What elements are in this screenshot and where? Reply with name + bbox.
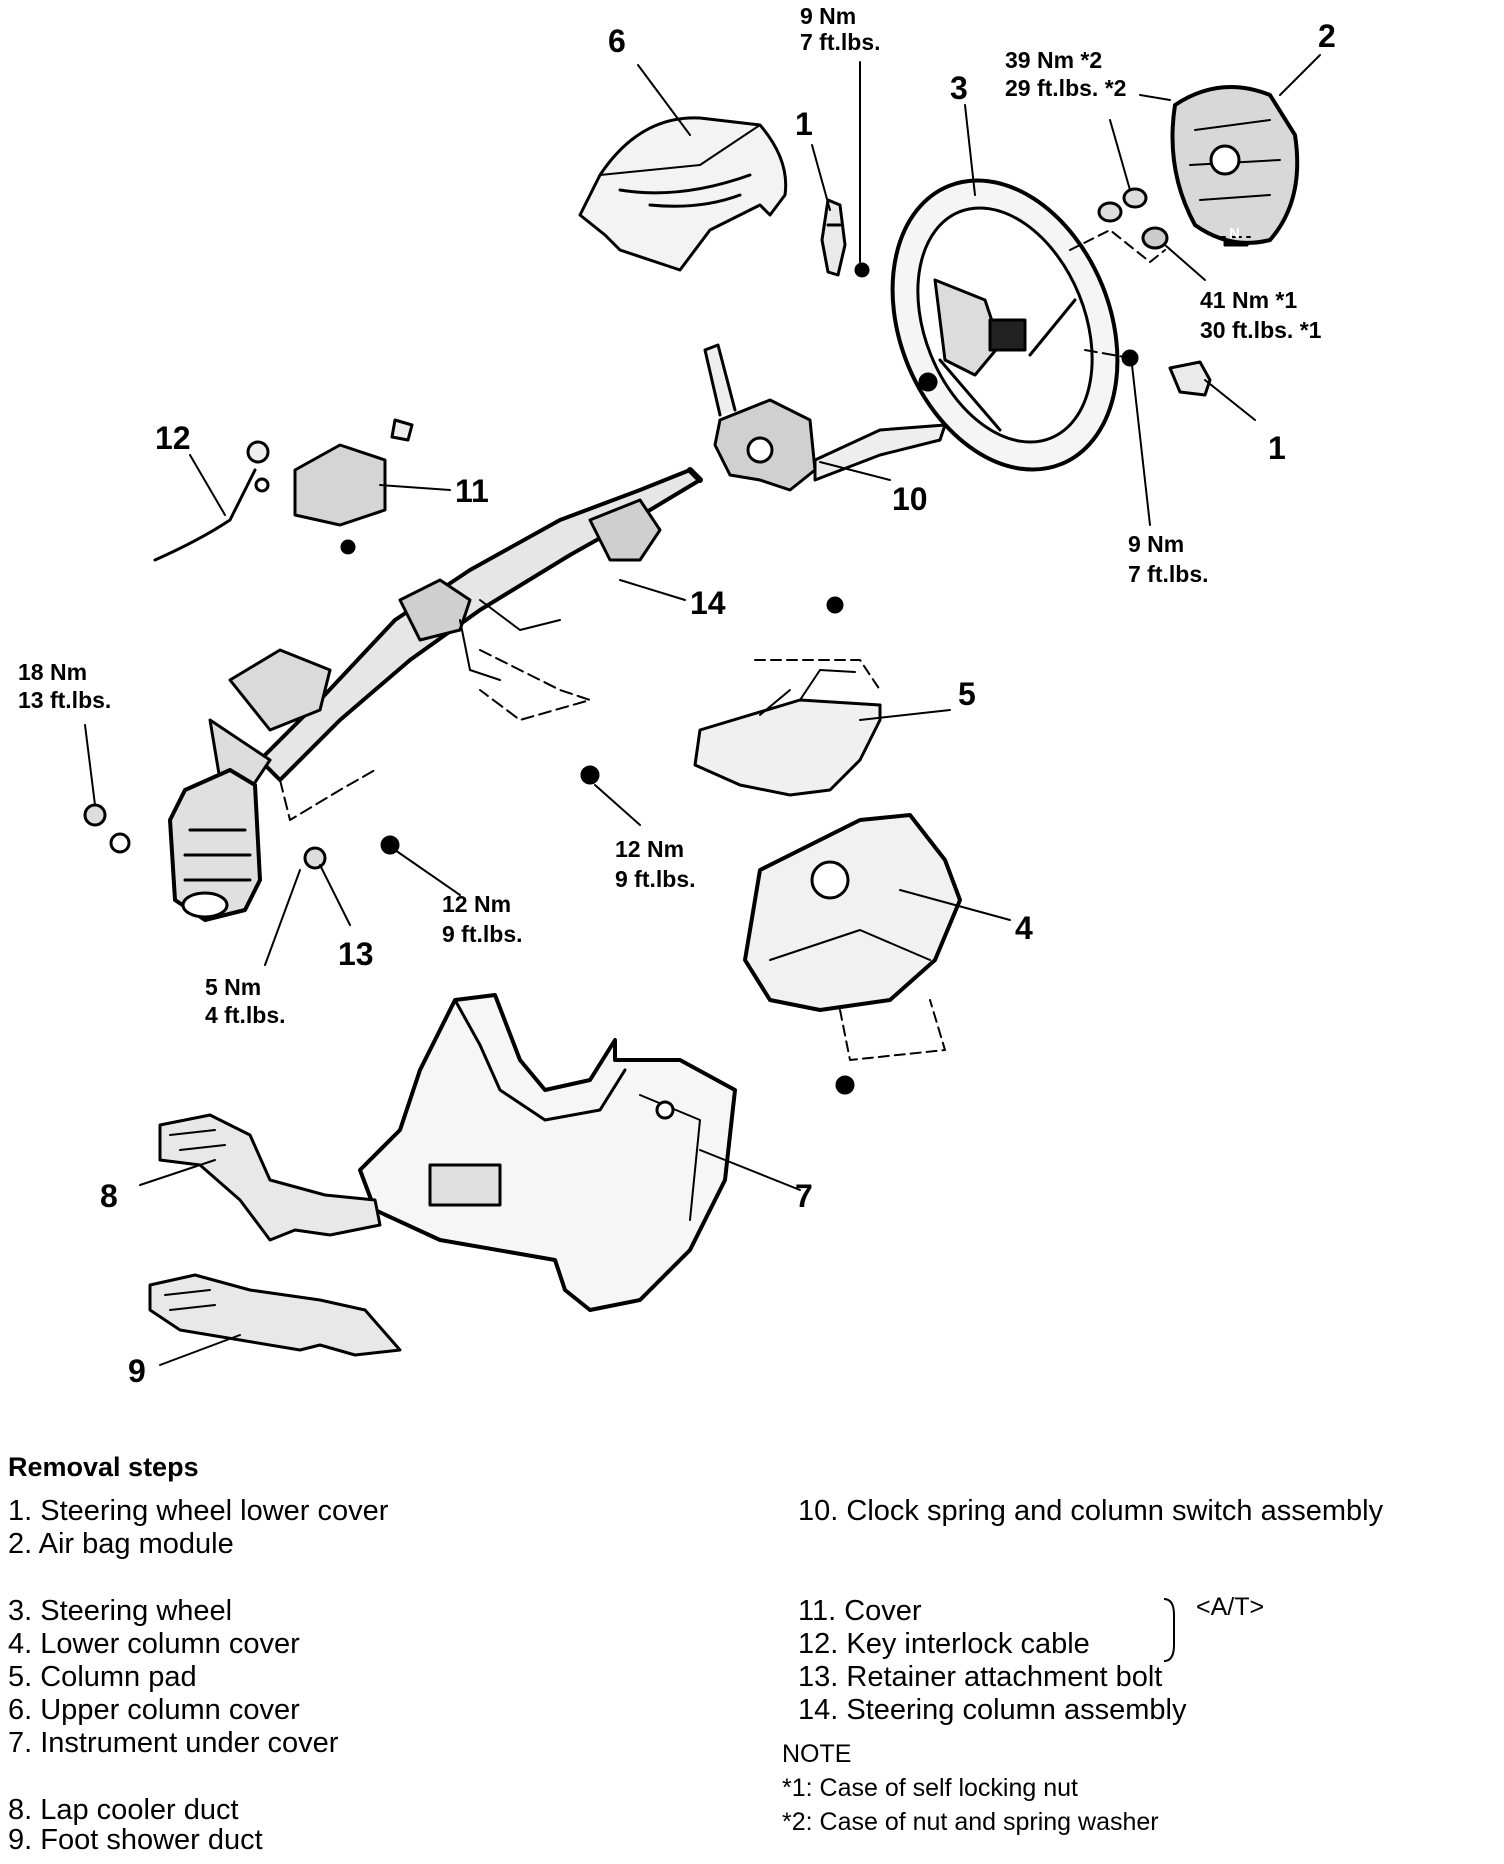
note-2: *2: Case of nut and spring washer (782, 1808, 1159, 1836)
torque-7ftlbs-right: 7 ft.lbs. (1128, 561, 1209, 587)
label-7: 7 (795, 1178, 813, 1214)
step-left-9: 9. Foot shower duct (8, 1824, 263, 1856)
step-left-6: 6. Upper column cover (8, 1694, 300, 1726)
label-10: 10 (892, 481, 928, 517)
removal-steps-title: Removal steps (8, 1452, 199, 1482)
steering-wheel-lower-cover-top-shape (820, 198, 847, 277)
leader-lines (84, 54, 1321, 1366)
torque-top-nm: 9 Nm (800, 3, 857, 29)
step-left-3: 3. Steering wheel (8, 1595, 233, 1627)
exploded-view-diagram: 6 1 9 Nm 7 ft.lbs. 3 39 Nm *2 29 ft.lbs.… (18, 3, 1336, 1389)
label-1-top: 1 (795, 106, 813, 142)
torque-29ftlbs: 29 ft.lbs. *2 (1005, 75, 1127, 101)
torque-12nm-low: 12 Nm (442, 891, 512, 917)
torque-41nm: 41 Nm *1 (1200, 287, 1298, 313)
lower-cover-screw-shape (835, 1075, 855, 1095)
key-interlock-cable-shape (153, 440, 270, 562)
column-bracket-lines (279, 649, 591, 821)
torque-9ftlbs-low: 9 ft.lbs. (442, 921, 523, 947)
torque-39nm: 39 Nm *2 (1005, 47, 1103, 73)
diagram-drawing (83, 54, 1321, 1366)
label-2: 2 (1318, 18, 1336, 54)
note-1: *1: Case of self locking nut (782, 1774, 1078, 1802)
foot-shower-duct-shape (148, 1273, 402, 1357)
n-box-label: N (1229, 225, 1240, 242)
torque-9nm-right: 9 Nm (1128, 531, 1185, 557)
label-5: 5 (958, 676, 976, 712)
steering-shaft-boot-shape (168, 768, 262, 922)
step-left-7: 7. Instrument under cover (8, 1727, 339, 1759)
label-6: 6 (608, 23, 626, 59)
washer-shape (109, 832, 131, 854)
instrument-under-cover-shape (358, 993, 737, 1312)
torque-30ftlbs: 30 ft.lbs. *1 (1200, 317, 1322, 343)
torque-top-ftlbs: 7 ft.lbs. (800, 29, 881, 55)
step-left-2: 2. Air bag module (8, 1528, 234, 1560)
torque-9ftlbs-mid: 9 ft.lbs. (615, 866, 696, 892)
label-9: 9 (128, 1353, 146, 1389)
removal-steps-section: Removal steps 1. Steering wheel lower co… (0, 1390, 1504, 1864)
step-left-5: 5. Column pad (8, 1661, 197, 1693)
label-1-right: 1 (1268, 430, 1286, 466)
torque-4ftlbs: 4 ft.lbs. (205, 1002, 286, 1028)
torque-13ftlbs: 13 ft.lbs. (18, 687, 112, 713)
label-13: 13 (338, 936, 374, 972)
step-left-4: 4. Lower column cover (8, 1628, 300, 1660)
at-bracket (1163, 1598, 1175, 1662)
step-left-1: 1. Steering wheel lower cover (8, 1495, 389, 1527)
bolt-18nm-shape (83, 803, 107, 827)
lap-cooler-duct-shape (158, 1113, 382, 1242)
upper-column-cover-shape (578, 116, 788, 272)
note-title: NOTE (782, 1740, 852, 1768)
label-14: 14 (690, 585, 726, 621)
step-left-8: 8. Lap cooler duct (8, 1794, 239, 1826)
label-8: 8 (100, 1178, 118, 1214)
torque-5nm: 5 Nm (205, 974, 262, 1000)
label-12: 12 (155, 420, 191, 456)
step-right-12: 12. Key interlock cable (798, 1628, 1090, 1660)
at-tag: <A/T> (1196, 1593, 1265, 1621)
step-right-11: 11. Cover (798, 1595, 922, 1627)
step-right-10: 10. Clock spring and column switch assem… (798, 1495, 1384, 1527)
retainer-bolt-shape (303, 846, 327, 870)
column-pad-screw-shape (826, 596, 844, 614)
steering-wheel-shape (890, 178, 1120, 472)
column-pad-shape (693, 659, 882, 797)
torque-12nm-mid: 12 Nm (615, 836, 685, 862)
torque-18nm: 18 Nm (18, 659, 88, 685)
steering-column-assembly-shape (208, 467, 703, 792)
air-bag-module-shape (1170, 85, 1300, 245)
clock-spring-column-switch-shape (703, 343, 947, 492)
label-4: 4 (1015, 910, 1033, 946)
step-right-13: 13. Retainer attachment bolt (798, 1661, 1163, 1693)
lower-column-cover-shape (743, 813, 962, 1061)
bolt-shape (854, 262, 870, 278)
interlock-cover-shape (293, 418, 414, 555)
label-11: 11 (455, 473, 489, 509)
bolt-12nm-low-shape (380, 835, 400, 855)
label-3: 3 (950, 70, 968, 106)
steering-wheel-lower-cover-shape (1168, 360, 1212, 397)
bolt-12nm-mid-shape (580, 765, 600, 785)
step-right-14: 14. Steering column assembly (798, 1694, 1187, 1726)
